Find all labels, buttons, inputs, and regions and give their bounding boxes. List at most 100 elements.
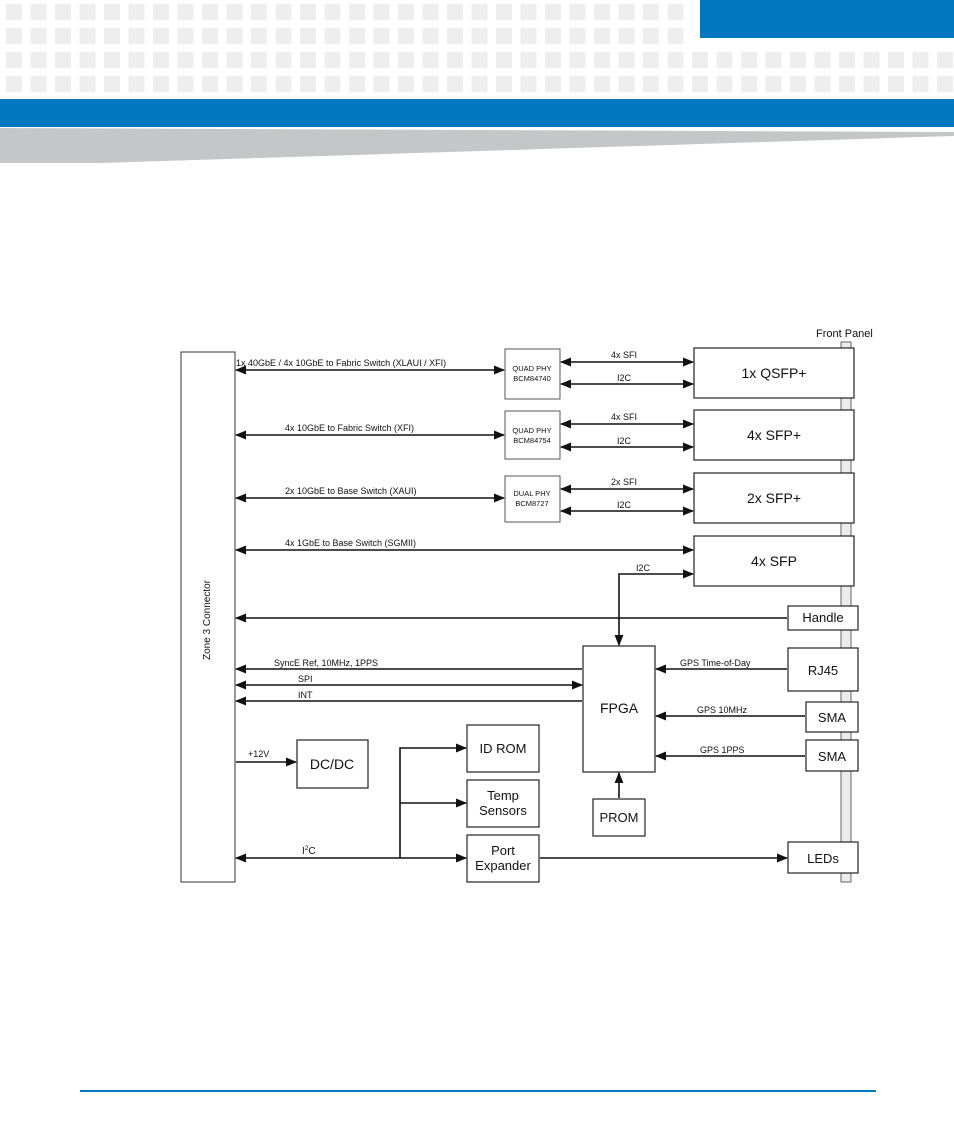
- zone3-connector-label: Zone 3 Connector: [202, 579, 213, 660]
- header-tile: [496, 52, 512, 68]
- footer-rule: [80, 1090, 876, 1092]
- header-tile: [324, 4, 341, 20]
- header-tile: [349, 52, 365, 68]
- header-tile: [79, 4, 96, 20]
- leds-label: LEDs: [807, 851, 839, 866]
- header-tile: [275, 52, 292, 68]
- int-label: INT: [298, 690, 313, 700]
- header-tile: [55, 76, 71, 92]
- header-tile: [30, 52, 47, 68]
- header-tile: [6, 4, 22, 20]
- header-tile: [251, 76, 267, 92]
- header-tile: [422, 28, 439, 44]
- header-tile: [618, 28, 635, 44]
- id-rom-box: [466, 724, 540, 773]
- port-expander-label-2: Expander: [475, 858, 531, 873]
- header-tile: [79, 52, 96, 68]
- i2c-bus-riser: [399, 743, 468, 858]
- sfp-plus-4-label: 4x SFP+: [747, 427, 801, 443]
- header-tile: [55, 4, 71, 20]
- header-tile: [153, 28, 169, 44]
- gps-10mhz-label: GPS 10MHz: [697, 705, 748, 715]
- header-tile: [447, 76, 463, 92]
- header-tile: [251, 4, 267, 20]
- header-tile: [643, 4, 659, 20]
- header-tile: [30, 76, 47, 92]
- header-tile: [128, 76, 145, 92]
- header-tile: [447, 4, 463, 20]
- dcdc-label: DC/DC: [310, 756, 354, 772]
- header-tile: [520, 52, 537, 68]
- header-tile-pattern: [6, 4, 953, 92]
- header-tile: [349, 28, 365, 44]
- header-tile: [153, 76, 169, 92]
- header-tile: [471, 28, 488, 44]
- header-tile: [177, 76, 194, 92]
- phy3-i2c-label: I2C: [617, 500, 632, 510]
- header-tile: [643, 28, 659, 44]
- header-gray-wedge: [0, 128, 954, 163]
- gps-tod-label: GPS Time-of-Day: [680, 658, 751, 668]
- phy1-sfi-label: 4x SFI: [611, 350, 637, 360]
- header-tile: [202, 76, 218, 92]
- header-tile: [496, 4, 512, 20]
- header-tile: [545, 4, 561, 20]
- header-tile: [104, 28, 120, 44]
- header-tile: [741, 76, 757, 92]
- header-tile: [667, 52, 684, 68]
- header-tile: [373, 4, 390, 20]
- header-tile: [643, 52, 659, 68]
- phy-3-line2: BCM8727: [515, 499, 548, 508]
- header-tile: [251, 52, 267, 68]
- link-label-3: 2x 10GbE to Base Switch (XAUI): [285, 486, 417, 496]
- fpga-sfp-i2c-line: [614, 569, 695, 647]
- header-tile: [594, 76, 610, 92]
- header-tile: [324, 76, 341, 92]
- sfp-plus-2-box: [693, 472, 855, 524]
- header-corner-blue-block: [700, 0, 954, 38]
- front-panel-label: Front Panel: [816, 328, 873, 340]
- header-tile: [6, 76, 22, 92]
- temp-sensors-label-1: Temp: [487, 788, 519, 803]
- header-tile: [937, 76, 953, 92]
- prom-box: [592, 798, 646, 837]
- header-tile: [545, 76, 561, 92]
- prom-label: PROM: [600, 810, 639, 825]
- header-tile: [55, 52, 71, 68]
- header-tile: [226, 4, 243, 20]
- header-tile: [373, 28, 390, 44]
- header-tile: [594, 52, 610, 68]
- header-tile: [520, 4, 537, 20]
- synce-label: SyncE Ref, 10MHz, 1PPS: [274, 658, 378, 668]
- header-tile: [471, 4, 488, 20]
- header-tile: [349, 76, 365, 92]
- header-tile: [667, 28, 684, 44]
- header-tile: [569, 4, 586, 20]
- header-tile: [716, 76, 733, 92]
- header-blue-band: [0, 99, 954, 127]
- header-tile: [618, 52, 635, 68]
- header-tile: [667, 4, 684, 20]
- header-tile: [447, 52, 463, 68]
- header-tile: [275, 4, 292, 20]
- header-tile: [373, 52, 390, 68]
- sfp-4-box: [693, 535, 855, 587]
- qsfp-port-label: 1x QSFP+: [742, 365, 807, 381]
- temp-sensors-label-2: Sensors: [479, 803, 527, 818]
- header-tile: [520, 28, 537, 44]
- handle-box: [787, 605, 859, 631]
- header-tile: [520, 76, 537, 92]
- header-tile: [765, 76, 782, 92]
- header-tile: [692, 52, 708, 68]
- sma-1-label: SMA: [818, 710, 847, 725]
- header-tile: [839, 52, 855, 68]
- header-tile: [888, 76, 904, 92]
- id-rom-label: ID ROM: [480, 741, 527, 756]
- spi-label: SPI: [298, 674, 313, 684]
- phy3-sfi-label: 2x SFI: [611, 477, 637, 487]
- header-tile: [912, 52, 929, 68]
- header-tile: [398, 52, 414, 68]
- phy-box-3: [504, 475, 561, 523]
- header-tile: [618, 76, 635, 92]
- header-tile: [373, 76, 390, 92]
